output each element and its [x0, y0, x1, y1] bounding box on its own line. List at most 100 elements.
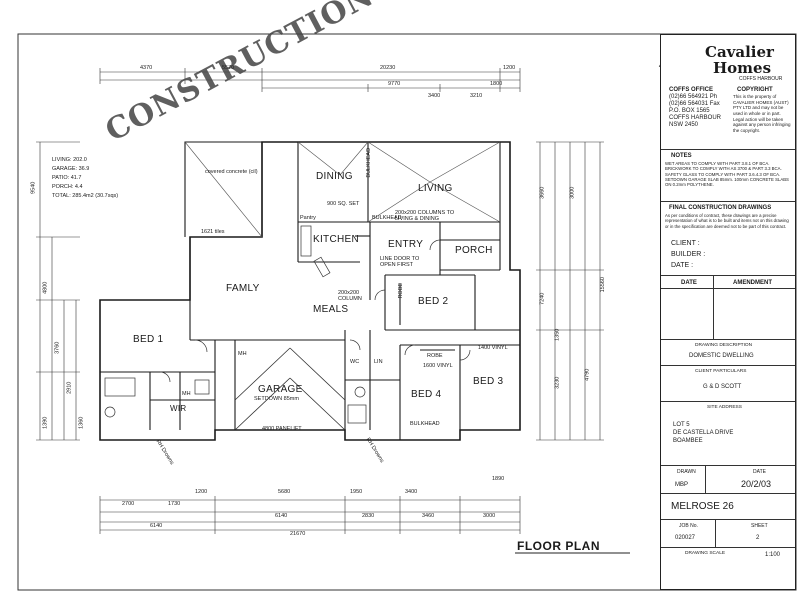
dim-top-overall: 20230 [380, 65, 396, 71]
drawn-divider [705, 466, 706, 494]
room-dining: DINING [316, 171, 353, 182]
area-porch: PORCH: 4.4 [52, 184, 83, 190]
room-entry: ENTRY [388, 239, 424, 250]
dim-bottom-e: 3460 [422, 513, 435, 519]
drawn-value: MBP [675, 482, 689, 488]
brand-name-line1: Cavalier [705, 43, 774, 61]
dimension-lines [39, 71, 601, 531]
note-bulkhead-1: BULKHEAD [366, 147, 373, 178]
dim-left-f: 1360 [78, 416, 85, 429]
job-sheet-section: JOB No. 020027 SHEET 2 [661, 519, 795, 548]
job-divider [715, 520, 716, 548]
area-garage: GARAGE: 36.9 [52, 166, 90, 172]
office-phone: (02)66 564921 Ph [669, 94, 718, 100]
sheet-border [17, 33, 797, 591]
dim-bottom-c: 5680 [278, 489, 291, 495]
room-bed1: BED 1 [133, 334, 164, 345]
room-garage: GARAGE [258, 384, 303, 395]
note-column: 200x200 COLUMN [338, 290, 362, 303]
area-total: TOTAL: 285.4m2 (30.7sqs) [52, 193, 119, 199]
office-fax: (02)66 564031 Fax [669, 101, 720, 107]
brand-sub: COFFS HARBOUR [739, 76, 783, 82]
dim-left-b: 4800 [42, 281, 49, 294]
builder-label: BUILDER : [671, 251, 706, 258]
patio-lines [184, 141, 263, 238]
scale-label: DRAWING SCALE [685, 551, 726, 556]
dim-top-a: 4370 [140, 65, 153, 71]
note-bulkhead-3: BULKHEAD [410, 421, 440, 427]
dim-top-c: 9770 [388, 81, 401, 87]
dim-right-b: 3660 [539, 186, 546, 199]
room-pantry: Pantry [300, 215, 316, 221]
dim-bottom-f: 3000 [483, 513, 496, 519]
area-living: LIVING: 202.0 [52, 157, 87, 163]
office-title: COFFS OFFICE [669, 87, 713, 93]
site-address-label: SITE ADDRESS [707, 405, 742, 410]
drawing-desc: DOMESTIC DWELLING [689, 353, 754, 359]
sheet-label: SHEET [751, 523, 768, 529]
dim-right-a: 7240 [539, 292, 546, 305]
dim-right-overall: 15560 [599, 277, 606, 293]
room-bed4: BED 4 [411, 389, 442, 400]
note-door: LINE DOOR TO OPEN FIRST [380, 256, 420, 269]
dim-bottom-j: 3400 [405, 489, 418, 495]
room-meals: MEALS [313, 304, 349, 315]
room-living: LIVING [418, 183, 453, 194]
room-porch: PORCH [455, 245, 493, 256]
note-covered-concrete: covered concrete (cil) [205, 169, 258, 175]
room-lin: LIN [374, 359, 383, 365]
brand-name-line2: Homes [713, 59, 772, 77]
dim-left-c: 3760 [54, 341, 61, 354]
note-columns: 200x200 COLUMNS TO LIVING & DINING [395, 210, 455, 223]
client-particulars-label: CLIENT PARTICULARS [695, 369, 747, 374]
site-line-1: LOT 5 [673, 422, 690, 428]
design-name: MELROSE 26 [671, 501, 734, 512]
dim-top-f: 1200 [503, 65, 516, 71]
dim-top-d: 3400 [428, 93, 441, 99]
room-wc: WC [350, 359, 360, 365]
dim-bottom-h: 1730 [168, 501, 181, 507]
notes-text: WET AREAS TO COMPLY WITH PART 3.8.1 OF B… [665, 161, 789, 188]
room-robe-bed2: ROBE [398, 282, 405, 299]
fixtures [104, 225, 367, 424]
note-mh-1: MH [238, 351, 247, 357]
client-name: G & D SCOTT [703, 384, 742, 390]
dim-right-e: 3230 [554, 376, 561, 389]
door-swings [159, 239, 471, 383]
room-kitchen: KITCHEN [313, 234, 359, 245]
scale-value: 1:100 [765, 552, 781, 558]
dim-top-g: 1800 [490, 81, 503, 87]
site-line-3: BOAMBEE [673, 438, 703, 444]
dim-bottom-l: 1890 [492, 476, 505, 482]
dim-right-c: 3000 [569, 186, 576, 199]
job-label: JOB No. [679, 523, 698, 529]
title-block: Cavalier Homes COFFS HARBOUR COFFS OFFIC… [660, 34, 796, 590]
office-town: COFFS HARBOUR [669, 115, 722, 121]
notes-title: NOTES [671, 153, 692, 159]
dim-left-e: 1390 [42, 416, 49, 429]
dimension-ticks [36, 68, 604, 534]
room-wir: WIR [170, 404, 187, 413]
note-vinyl-2: 1400 VINYL [478, 345, 508, 351]
amend-date-col: DATE [681, 280, 697, 286]
job-value: 020027 [675, 535, 696, 541]
site-line-2: DE CASTELLA DRIVE [673, 430, 734, 436]
final-text: As per conditions of contract, these dra… [665, 213, 789, 229]
drawn-date-section: DRAWN MBP DATE 20/2/03 [661, 465, 795, 494]
design-name-section: MELROSE 26 [661, 493, 795, 519]
client-label: CLIENT : [671, 240, 700, 247]
dim-top-b: 5570 [222, 65, 235, 71]
note-tiles: 1621 tiles [201, 229, 225, 235]
floor-plan-label: FLOOR PLAN [517, 539, 600, 553]
drawn-label: DRAWN [677, 469, 696, 475]
dim-bottom-b: 6140 [275, 513, 288, 519]
ceiling-lines [297, 141, 501, 223]
date-col-label: DATE [753, 469, 766, 475]
final-title: FINAL CONSTRUCTION DRAWINGS [669, 205, 772, 211]
room-bed3: BED 3 [473, 376, 504, 387]
dim-bottom-d: 2830 [362, 513, 375, 519]
dim-right-d: 4790 [584, 368, 591, 381]
amend-col: AMENDMENT [733, 280, 772, 286]
note-vinyl-1: 1600 VINYL [423, 363, 453, 369]
